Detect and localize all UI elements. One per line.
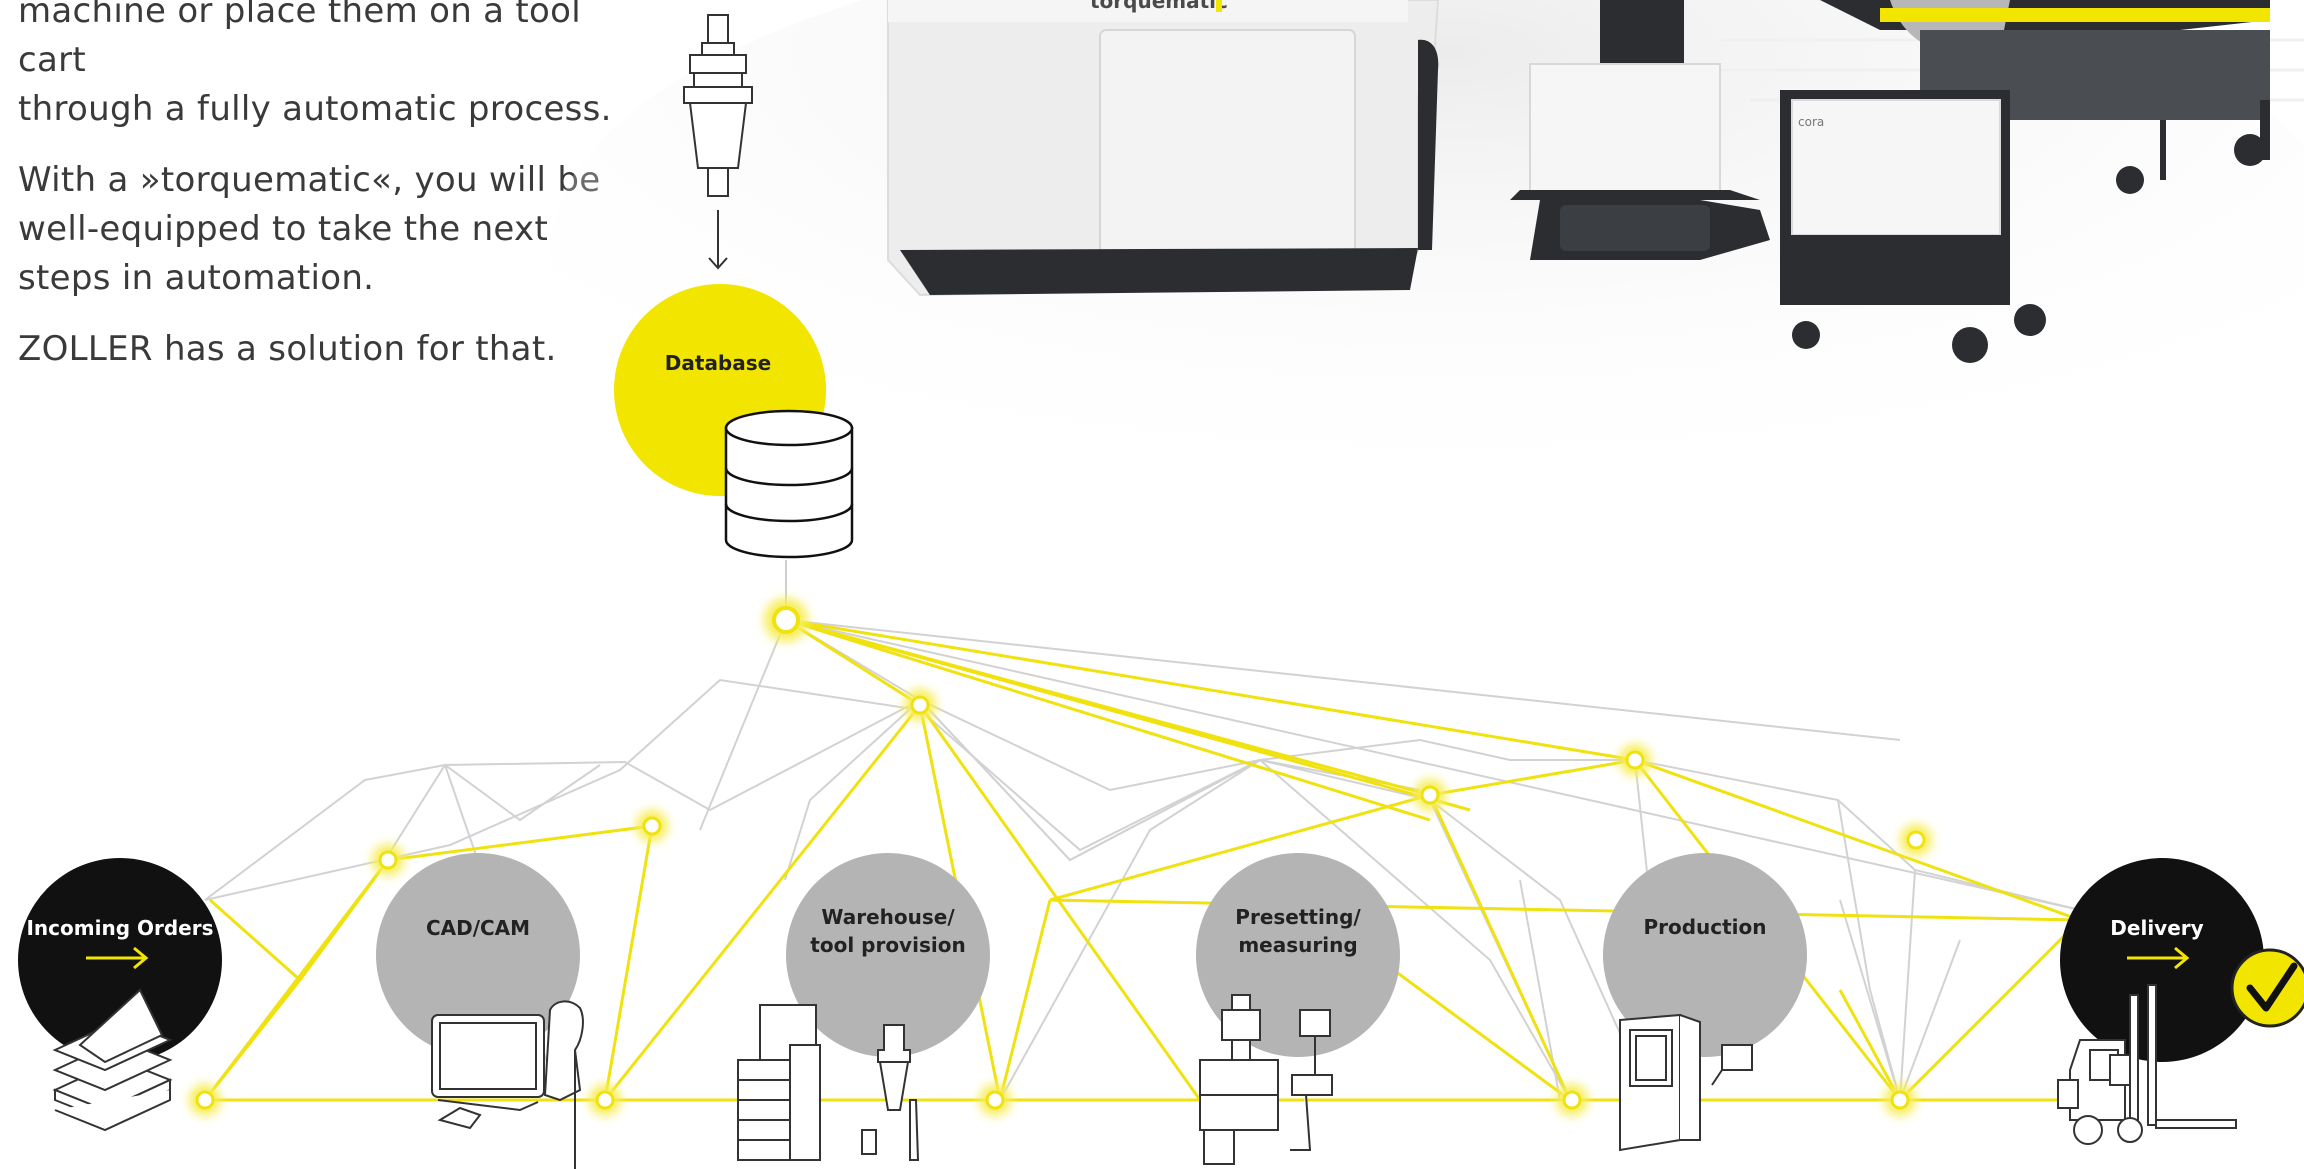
- station-circle: [2060, 858, 2264, 1062]
- designer-monitor-icon: [431, 1000, 584, 1169]
- intro-paragraph-3: ZOLLER has a solution for that.: [18, 325, 618, 374]
- network-node: [189, 1084, 221, 1116]
- right-arrow-icon: [86, 946, 149, 970]
- database-node: Database: [614, 284, 854, 559]
- torquematic-brand-label: torquematic: [1090, 0, 1228, 13]
- station-circle: [376, 853, 580, 1057]
- station-delivery: Delivery: [2057, 858, 2304, 1145]
- database-cylinder-icon: [724, 409, 854, 559]
- forklift-icon: [2057, 984, 2237, 1145]
- down-arrow-icon: [708, 210, 728, 270]
- station-circle: [18, 858, 222, 1062]
- station-label: Delivery: [2110, 916, 2203, 940]
- database-label: Database: [665, 351, 771, 375]
- document-stack-icon: [52, 988, 173, 1132]
- network-node: [979, 1084, 1011, 1116]
- station-circle: [786, 853, 990, 1057]
- station-label: Presetting/: [1235, 905, 1361, 929]
- cnc-machine-icon: [1619, 1013, 1753, 1152]
- cora-brand-label: cora: [1798, 115, 1824, 129]
- intro-line: machine or place them on a tool cart: [18, 0, 581, 80]
- station-warehouse: Warehouse/ tool provision: [737, 853, 990, 1161]
- network-node: [1900, 824, 1932, 856]
- intro-paragraph-2: With a »torquematic«, you will be well-e…: [18, 156, 618, 303]
- intro-line: steps in automation.: [18, 258, 375, 298]
- cora-mobile-robot: cora: [1780, 0, 2270, 363]
- station-label: measuring: [1238, 933, 1357, 957]
- tool-cabinet-icon: [737, 1004, 920, 1161]
- network-node: [589, 1084, 621, 1116]
- station-circle: [1603, 853, 1807, 1057]
- right-arrow-icon: [2127, 946, 2190, 970]
- network-node: [372, 844, 404, 876]
- torquematic-brand-accent: [1216, 0, 1222, 12]
- cobot-pedestal: [1510, 0, 1770, 260]
- network-node: [1884, 1084, 1916, 1116]
- network-node: [1414, 779, 1446, 811]
- station-presetting: Presetting/ measuring: [1196, 853, 1400, 1165]
- station-label: tool provision: [810, 933, 965, 957]
- network-node: [1619, 744, 1651, 776]
- tool-holder-icon: [683, 14, 753, 197]
- station-label: CAD/CAM: [426, 916, 530, 940]
- station-incoming-orders: Incoming Orders: [18, 858, 222, 1132]
- network-node: [1556, 1084, 1588, 1116]
- torquematic-machine: torquematic: [887, 0, 1440, 297]
- checkmark-icon: [2230, 948, 2304, 1028]
- station-label: Warehouse/: [821, 905, 955, 929]
- network-node: [764, 598, 808, 642]
- intro-text: machine or place them on a tool cart thr…: [18, 0, 618, 396]
- station-cad-cam: CAD/CAM: [376, 853, 584, 1169]
- intro-line: through a fully automatic process.: [18, 89, 612, 129]
- network-node: [636, 810, 668, 842]
- intro-line: ZOLLER has a solution for that.: [18, 329, 557, 369]
- presetting-machine-icon: [1199, 994, 1333, 1165]
- station-label: Incoming Orders: [26, 916, 213, 940]
- intro-paragraph-1: machine or place them on a tool cart thr…: [18, 0, 618, 134]
- intro-line: With a »torquematic«, you will be: [18, 160, 601, 200]
- intro-line: well-equipped to take the next: [18, 209, 549, 249]
- station-label: Production: [1643, 915, 1766, 939]
- network-node: [904, 689, 936, 721]
- station-production: Production: [1603, 853, 1807, 1152]
- network-nodes: [189, 598, 1932, 1116]
